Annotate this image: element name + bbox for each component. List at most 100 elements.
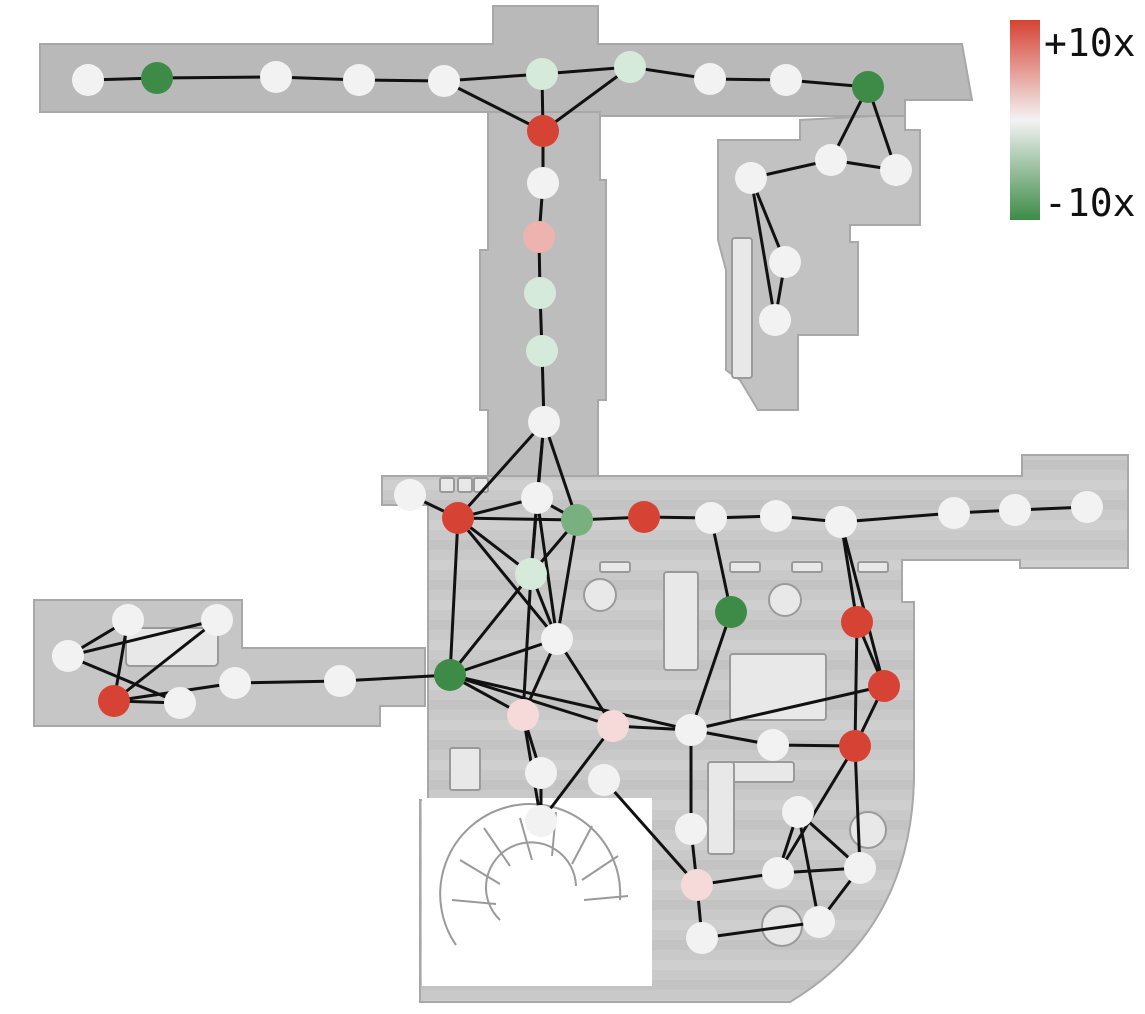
graph-node bbox=[394, 479, 426, 511]
graph-node bbox=[541, 623, 573, 655]
graph-node bbox=[428, 65, 460, 97]
floorplan-top-corridor bbox=[39, 5, 974, 117]
graph-node bbox=[434, 659, 466, 691]
colorbar-max-label: +10x bbox=[1044, 21, 1136, 65]
graph-node bbox=[760, 500, 792, 532]
graph-node bbox=[735, 162, 767, 194]
graph-node bbox=[880, 154, 912, 186]
graph-node bbox=[112, 604, 144, 636]
graph-edge bbox=[542, 65, 631, 133]
graph-node bbox=[260, 61, 292, 93]
graph-node bbox=[844, 852, 876, 884]
graph-node bbox=[507, 699, 539, 731]
graph-node bbox=[999, 494, 1031, 526]
graph-edge bbox=[602, 779, 699, 886]
graph-node bbox=[527, 115, 559, 147]
graph-edge bbox=[555, 638, 615, 727]
graph-edge bbox=[840, 511, 955, 524]
graph-node bbox=[343, 64, 375, 96]
graph-edge bbox=[701, 920, 820, 940]
floorplan-right-room bbox=[717, 115, 921, 411]
graph-node bbox=[528, 406, 560, 438]
graph-node bbox=[770, 64, 802, 96]
graph-node bbox=[219, 667, 251, 699]
graph-node bbox=[757, 729, 789, 761]
graph-node bbox=[561, 504, 593, 536]
graph-node bbox=[52, 640, 84, 672]
graph-edge bbox=[853, 745, 862, 869]
graph-node bbox=[782, 796, 814, 828]
graph-node bbox=[852, 71, 884, 103]
graph-edge bbox=[113, 618, 218, 703]
graph-edge bbox=[853, 621, 859, 747]
graph-node bbox=[681, 869, 713, 901]
graph-edge bbox=[776, 745, 857, 874]
graph-node bbox=[614, 51, 646, 83]
graph-node bbox=[527, 167, 559, 199]
graph-edge bbox=[448, 573, 533, 676]
graph-node bbox=[675, 813, 707, 845]
graph-edge bbox=[457, 516, 578, 522]
graph-edge bbox=[456, 517, 559, 640]
graph-node bbox=[628, 501, 660, 533]
graph-edge bbox=[690, 684, 885, 732]
graph-edge bbox=[456, 420, 546, 520]
graph-edge bbox=[542, 421, 579, 521]
graph-node bbox=[141, 62, 173, 94]
graph-node bbox=[815, 144, 847, 176]
graph-edge bbox=[449, 673, 692, 732]
graph-node bbox=[1071, 491, 1103, 523]
graph-node bbox=[597, 710, 629, 742]
graph-node bbox=[201, 604, 233, 636]
graph-edge bbox=[67, 654, 181, 705]
graph-edge bbox=[234, 679, 341, 685]
graph-edge bbox=[449, 637, 558, 677]
graph-node bbox=[769, 246, 801, 278]
graph-node bbox=[694, 63, 726, 95]
graph-node bbox=[72, 64, 104, 96]
graph-node bbox=[525, 805, 557, 837]
graph-edge bbox=[689, 611, 733, 731]
graph-node bbox=[164, 687, 196, 719]
graph-node bbox=[762, 857, 794, 889]
graph-node bbox=[868, 670, 900, 702]
graph-nodes bbox=[52, 51, 1103, 954]
graph-edge bbox=[749, 177, 777, 321]
graph-node bbox=[803, 906, 835, 938]
graph-node bbox=[526, 58, 558, 90]
graph-node bbox=[675, 714, 707, 746]
graph-node bbox=[839, 730, 871, 762]
graph-edge bbox=[535, 497, 559, 640]
graph-edge bbox=[709, 517, 733, 613]
graph-node bbox=[841, 606, 873, 638]
colorbar-min-label: -10x bbox=[1044, 181, 1136, 225]
colorbar-legend: +10x -10x bbox=[1010, 20, 1136, 225]
graph-edge bbox=[839, 521, 859, 623]
graph-node bbox=[524, 277, 556, 309]
graph-node bbox=[825, 506, 857, 538]
graph-node bbox=[521, 482, 553, 514]
graph-edge bbox=[539, 725, 615, 822]
graph-edge bbox=[448, 517, 460, 676]
graph-node bbox=[525, 757, 557, 789]
graph-edge bbox=[339, 673, 451, 683]
graph-node bbox=[98, 685, 130, 717]
graph-edge bbox=[443, 79, 544, 133]
graph-node bbox=[938, 497, 970, 529]
graph-edge bbox=[156, 75, 277, 80]
graph-node bbox=[526, 335, 558, 367]
graph-edge bbox=[449, 673, 614, 728]
graph-edge bbox=[443, 72, 543, 83]
graph-node bbox=[686, 922, 718, 954]
graph-node bbox=[515, 558, 547, 590]
graph-edge bbox=[839, 521, 886, 687]
graph-node bbox=[695, 502, 727, 534]
colorbar bbox=[1010, 20, 1040, 220]
graph-node bbox=[324, 665, 356, 697]
graph-edge bbox=[555, 519, 579, 640]
graph-edge bbox=[67, 618, 218, 658]
graph-node bbox=[715, 596, 747, 628]
graph-node bbox=[523, 221, 555, 253]
graph-node bbox=[759, 304, 791, 336]
